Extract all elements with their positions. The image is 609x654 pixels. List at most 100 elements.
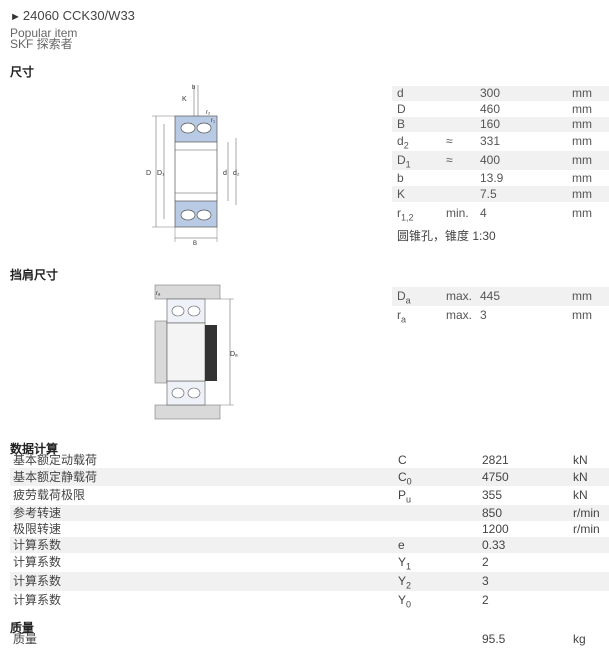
housing-top: [154, 284, 221, 300]
unit: mm: [572, 187, 592, 201]
calc-unit: kN: [573, 453, 588, 467]
roller-bottom-left: [180, 209, 196, 221]
dimension-row: d2 ≈331 mm: [392, 132, 609, 151]
abutment-heading: 挡肩尺寸: [10, 268, 59, 282]
calc-value: 2821: [482, 453, 509, 467]
calc-label: 计算系数: [13, 538, 62, 552]
symbol: Da: [397, 289, 411, 306]
value: 160: [480, 117, 501, 131]
calc-label: 基本额定动载荷: [13, 453, 98, 467]
symbol: Y0: [398, 593, 412, 610]
value: 13.9: [480, 171, 504, 185]
symbol: D: [397, 102, 406, 116]
label-b: b: [192, 85, 196, 91]
symbol: C0: [398, 470, 412, 487]
dimension-row: D 460 mm: [392, 101, 609, 117]
dimensions-heading: 尺寸: [10, 65, 35, 79]
dimension-row: b 13.9 mm: [392, 170, 609, 186]
dimension-row: B 160 mm: [392, 117, 609, 132]
calc-value: 355: [482, 488, 503, 502]
unit: mm: [572, 102, 592, 116]
adapter-sleeve: [166, 322, 206, 382]
roller-top-left: [180, 122, 196, 134]
symbol: d: [397, 86, 404, 100]
label-d2: d₂: [233, 170, 240, 177]
mass-label: 质量: [13, 632, 38, 646]
label-K: K: [182, 96, 187, 103]
calc-unit: r/min: [573, 506, 600, 520]
calc-label: 极限转速: [13, 522, 62, 536]
value: 400: [480, 153, 501, 167]
unit: mm: [572, 206, 592, 220]
roller-top-b: [187, 305, 201, 317]
unit: mm: [572, 86, 592, 100]
symbol: b: [397, 171, 404, 185]
relation: max.: [446, 289, 473, 303]
value: 460: [480, 102, 501, 116]
mass-value: 95.5: [482, 632, 506, 646]
symbol: Pu: [398, 488, 412, 505]
label-D: D: [146, 170, 151, 177]
popular-item-label: Popular item: [10, 26, 78, 40]
calc-value: 2: [482, 593, 489, 607]
skf-explorer-label: SKF 探索者: [10, 37, 73, 51]
label-r1: r₁: [211, 118, 215, 124]
calc-unit: r/min: [573, 522, 600, 536]
abutment-dimension-drawing: rₐ Dₐ: [154, 284, 238, 420]
mass-unit: kg: [573, 632, 586, 646]
relation: max.: [446, 308, 473, 322]
unit: mm: [572, 134, 592, 148]
title-arrow-icon: ►: [10, 11, 21, 23]
unit: mm: [572, 171, 592, 185]
unit: mm: [572, 153, 592, 167]
calc-value: 4750: [482, 470, 509, 484]
calc-label: 计算系数: [13, 555, 62, 569]
label-r2: r₂: [206, 110, 211, 116]
label-B: B: [193, 241, 197, 247]
calc-label: 疲劳载荷极限: [13, 488, 86, 502]
value: 445: [480, 289, 501, 303]
relation: ≈: [446, 153, 453, 167]
label-ra: rₐ: [156, 291, 161, 297]
lock-nut: [205, 325, 217, 381]
symbol: Y1: [398, 555, 412, 572]
calc-value: 0.33: [482, 538, 506, 552]
calculation-row: 参考转速 850 r/min: [10, 505, 609, 521]
roller-bottom-b: [187, 387, 201, 399]
product-designation: 24060 CCK30/W33: [22, 8, 135, 23]
value: 3: [480, 308, 487, 322]
calculation-row: 疲劳载荷极限 Pu 355 kN: [10, 486, 609, 505]
label-Da: Dₐ: [230, 351, 238, 358]
product-title: ►24060 CCK30/W33: [10, 8, 135, 23]
tapered-bore-note: 圆锥孔，锥度 1:30: [397, 229, 496, 243]
relation: min.: [446, 206, 469, 220]
value: 331: [480, 134, 501, 148]
value: 4: [480, 206, 487, 220]
relation: ≈: [446, 134, 453, 148]
calculation-row: 极限转速 1200 r/min: [10, 521, 609, 537]
bearing-dimension-drawing: b K r₂ r₁ D D₁ d d₂ B: [146, 85, 240, 247]
roller-bottom-right: [196, 209, 212, 221]
value: 300: [480, 86, 501, 100]
symbol: d2: [397, 134, 409, 151]
symbol: K: [397, 187, 406, 201]
roller-top-right: [196, 122, 212, 134]
calc-label: 参考转速: [13, 506, 62, 520]
calc-unit: kN: [573, 488, 588, 502]
label-d: d: [223, 170, 227, 177]
unit: mm: [572, 117, 592, 131]
calc-value: 850: [482, 506, 503, 520]
symbol: B: [397, 117, 406, 131]
calc-value: 1200: [482, 522, 509, 536]
roller-top-a: [171, 305, 185, 317]
roller-bottom-a: [171, 387, 185, 399]
